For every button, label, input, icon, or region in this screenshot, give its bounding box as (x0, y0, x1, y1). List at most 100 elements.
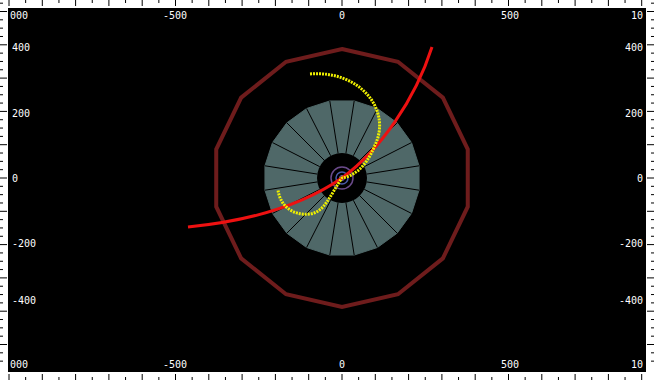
sector-line (330, 101, 338, 153)
axis-tick-label: 0 (12, 173, 18, 184)
tick (108, 0, 109, 6)
tick (9, 0, 10, 6)
tick (491, 377, 492, 380)
axis-tick-label: 200 (12, 108, 30, 119)
tick (651, 269, 654, 270)
tick (651, 69, 654, 70)
tick (651, 294, 654, 295)
tick (441, 374, 442, 380)
tick (225, 0, 226, 3)
tick (651, 261, 654, 262)
tick (651, 161, 654, 162)
tick (92, 0, 93, 3)
plot-ground (8, 8, 646, 372)
tick (651, 352, 654, 353)
tick (575, 0, 576, 6)
sector-line (346, 101, 354, 153)
tick (458, 377, 459, 380)
tick (391, 377, 392, 380)
tick (0, 344, 7, 345)
tick (647, 178, 654, 179)
tick (0, 161, 3, 162)
sector-line (367, 166, 419, 174)
axis-tick-label: 200 (625, 108, 643, 119)
tick (0, 111, 7, 112)
tick (0, 178, 7, 179)
tick (0, 294, 3, 295)
axis-tick-label: -400 (619, 295, 643, 306)
tick (651, 86, 654, 87)
axis-tick-label: 0 (339, 10, 345, 21)
tick (0, 286, 3, 287)
tick (325, 377, 326, 380)
tick (625, 0, 626, 3)
tick (142, 374, 143, 380)
sector-line (307, 200, 331, 247)
tick (0, 153, 3, 154)
tick (651, 3, 654, 4)
tick (641, 0, 642, 6)
sector-line (364, 189, 411, 213)
axis-tick-label: -200 (619, 238, 643, 249)
sector-line (330, 203, 338, 255)
tick (0, 28, 3, 29)
axis-tick-label: -200 (12, 238, 36, 249)
tick (647, 111, 654, 112)
tick (0, 352, 3, 353)
sector-line (265, 182, 317, 190)
tick (651, 169, 654, 170)
tick (651, 319, 654, 320)
tick (647, 244, 654, 245)
tick (651, 194, 654, 195)
tick (0, 302, 3, 303)
tick (641, 374, 642, 380)
tick (651, 186, 654, 187)
tick (651, 336, 654, 337)
tick (475, 0, 476, 6)
sector-line (265, 166, 317, 174)
tick (651, 327, 654, 328)
tick (342, 0, 343, 6)
tick (292, 0, 293, 3)
tick (475, 374, 476, 380)
tick (391, 0, 392, 3)
sector-line (353, 200, 377, 247)
tick (425, 377, 426, 380)
tick (651, 361, 654, 362)
axis-tick-label: 000 (10, 359, 28, 370)
tick (0, 36, 3, 37)
tick (0, 69, 3, 70)
tick (0, 227, 3, 228)
detector (216, 49, 468, 307)
tick (58, 0, 59, 3)
tick (0, 19, 3, 20)
sector-line (287, 123, 324, 160)
tick (142, 0, 143, 6)
tick (651, 103, 654, 104)
tick (0, 44, 7, 45)
tick (0, 94, 3, 95)
tick (575, 374, 576, 380)
tick (9, 374, 10, 380)
tick (608, 374, 609, 380)
tick (25, 377, 26, 380)
tick (541, 0, 542, 6)
sector-line (307, 109, 331, 156)
tick (651, 236, 654, 237)
tick (0, 119, 3, 120)
tick (375, 374, 376, 380)
tick (0, 336, 3, 337)
axis-tick-label: 500 (501, 359, 519, 370)
tick (408, 374, 409, 380)
axis-tick-label: 10 (631, 359, 643, 370)
tick (651, 28, 654, 29)
tick (458, 0, 459, 3)
tick (651, 128, 654, 129)
tick (0, 194, 3, 195)
tick (508, 0, 509, 6)
tick (275, 374, 276, 380)
tick (0, 202, 3, 203)
tick (358, 0, 359, 3)
